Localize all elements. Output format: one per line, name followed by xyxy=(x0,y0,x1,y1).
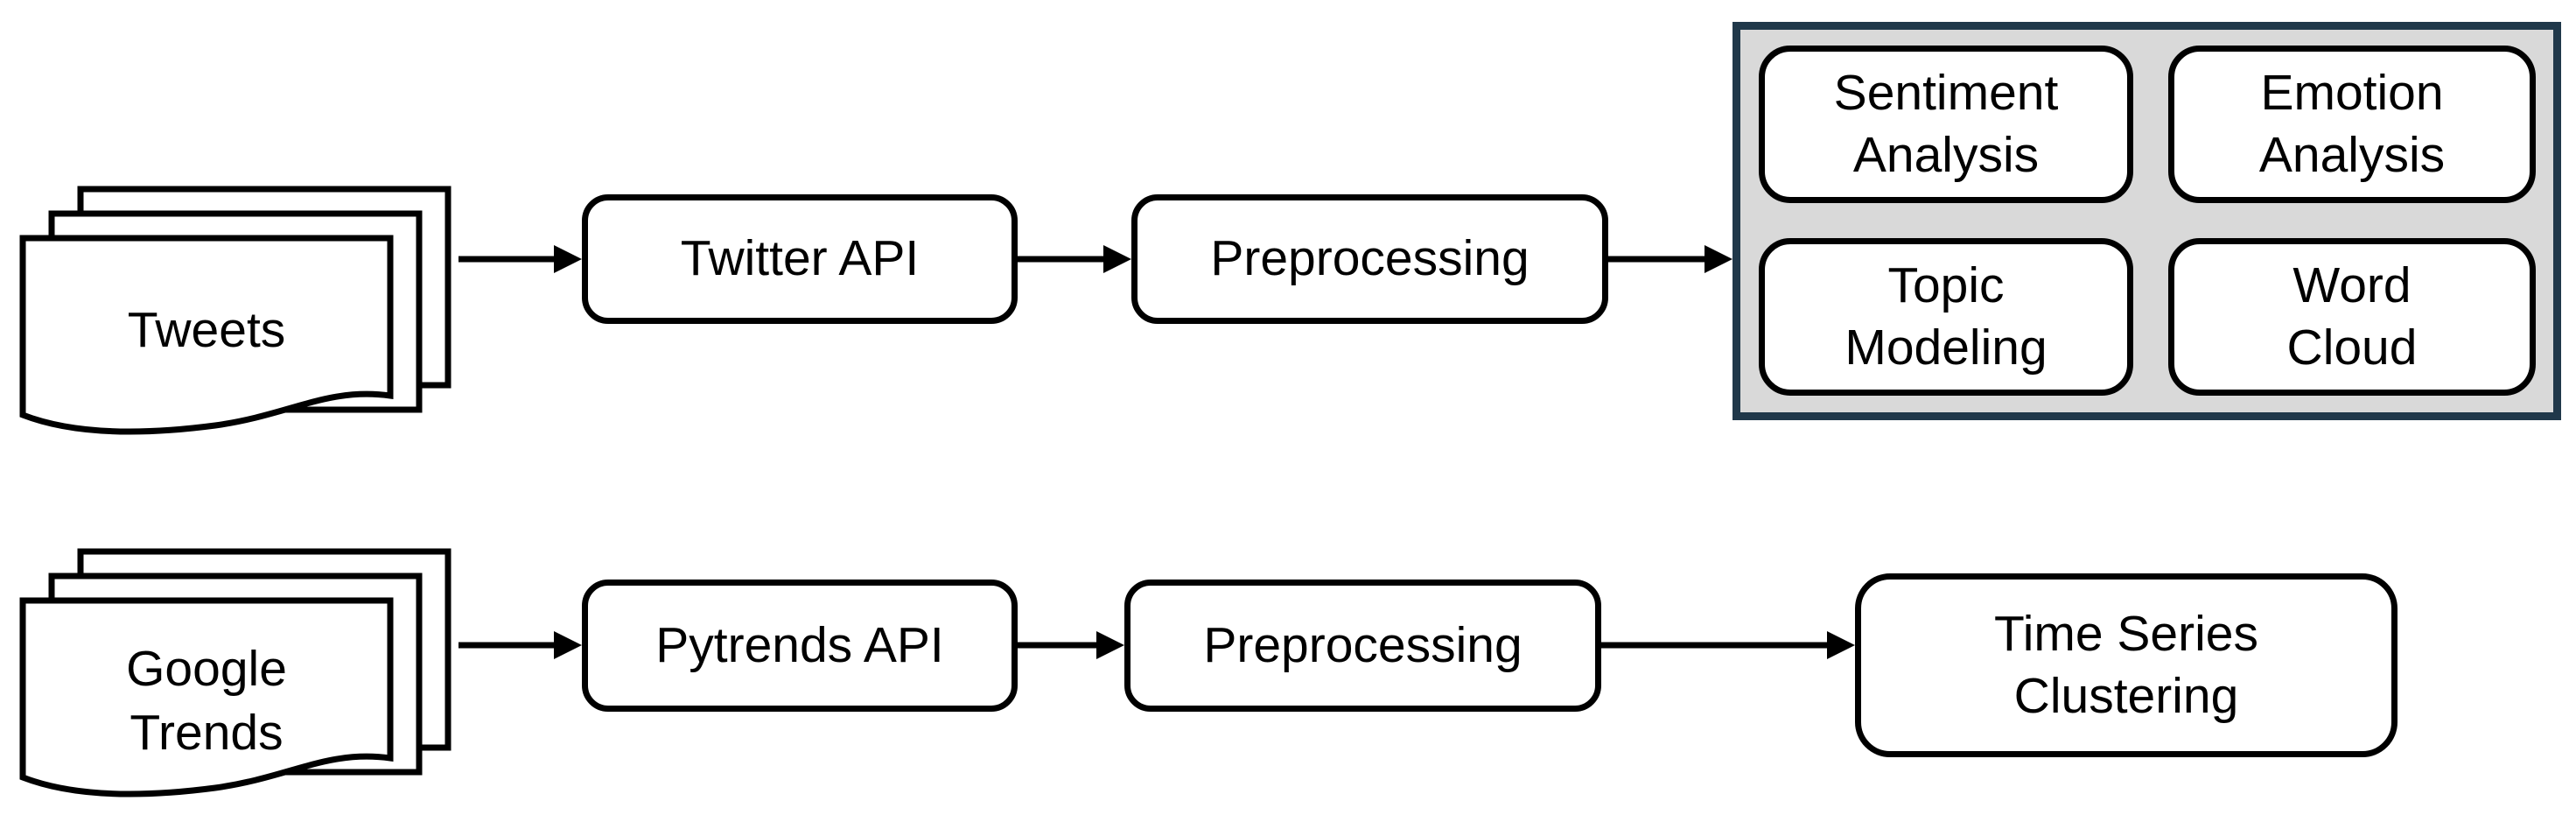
topic-modeling-label: Topic Modeling xyxy=(1844,256,2048,376)
document-front-page xyxy=(19,597,394,797)
sentiment-analysis-box: Sentiment Analysis xyxy=(1759,46,2133,203)
arrow-head xyxy=(1096,631,1124,659)
arrow-preprocessing-to-analysis-group xyxy=(1608,244,1732,274)
preprocessing-top-label: Preprocessing xyxy=(1210,230,1530,287)
multi-document-icon xyxy=(19,186,452,435)
pytrends-api-label: Pytrends API xyxy=(655,616,944,673)
multi-document-icon xyxy=(19,548,457,811)
emotion-analysis-label: Emotion Analysis xyxy=(2258,64,2446,183)
twitter-api-label: Twitter API xyxy=(680,230,920,287)
preprocessing-top-box: Preprocessing xyxy=(1131,194,1608,324)
arrow-tweets-to-twitter-api xyxy=(458,244,582,274)
arrow-shaft xyxy=(458,256,559,263)
arrow-shaft xyxy=(1018,256,1109,263)
google-trends-source-label: Google Trends xyxy=(126,640,287,761)
arrow-shaft xyxy=(1018,642,1102,649)
arrow-head xyxy=(554,245,582,273)
sentiment-analysis-label: Sentiment Analysis xyxy=(1833,64,2059,183)
preprocessing-bottom-label: Preprocessing xyxy=(1203,616,1522,673)
tweets-source-label: Tweets xyxy=(127,302,286,359)
multi-document-icon xyxy=(19,548,452,797)
multi-document-icon xyxy=(19,186,457,448)
word-cloud-box: Word Cloud xyxy=(2168,238,2536,396)
topic-modeling-box: Topic Modeling xyxy=(1759,238,2133,396)
arrow-shaft xyxy=(1601,642,1832,649)
arrow-preprocessing-to-time-series-clustering xyxy=(1601,630,1855,660)
arrow-twitter-api-to-preprocessing xyxy=(1018,244,1131,274)
twitter-api-box: Twitter API xyxy=(582,194,1018,324)
word-cloud-label: Word Cloud xyxy=(2286,256,2418,376)
arrow-shaft xyxy=(458,642,559,649)
time-series-clustering-box: Time Series Clustering xyxy=(1855,573,2398,757)
arrow-head xyxy=(1103,245,1131,273)
arrow-head xyxy=(554,631,582,659)
preprocessing-bottom-box: Preprocessing xyxy=(1124,580,1601,712)
time-series-clustering-label: Time Series Clustering xyxy=(1994,605,2258,724)
arrow-head xyxy=(1827,631,1855,659)
arrow-shaft xyxy=(1608,256,1710,263)
pytrends-api-box: Pytrends API xyxy=(582,580,1018,712)
arrow-pytrends-api-to-preprocessing xyxy=(1018,630,1124,660)
emotion-analysis-box: Emotion Analysis xyxy=(2168,46,2536,203)
arrow-head xyxy=(1704,245,1732,273)
document-front-page xyxy=(19,235,394,435)
arrow-google-trends-to-pytrends-api xyxy=(458,630,582,660)
